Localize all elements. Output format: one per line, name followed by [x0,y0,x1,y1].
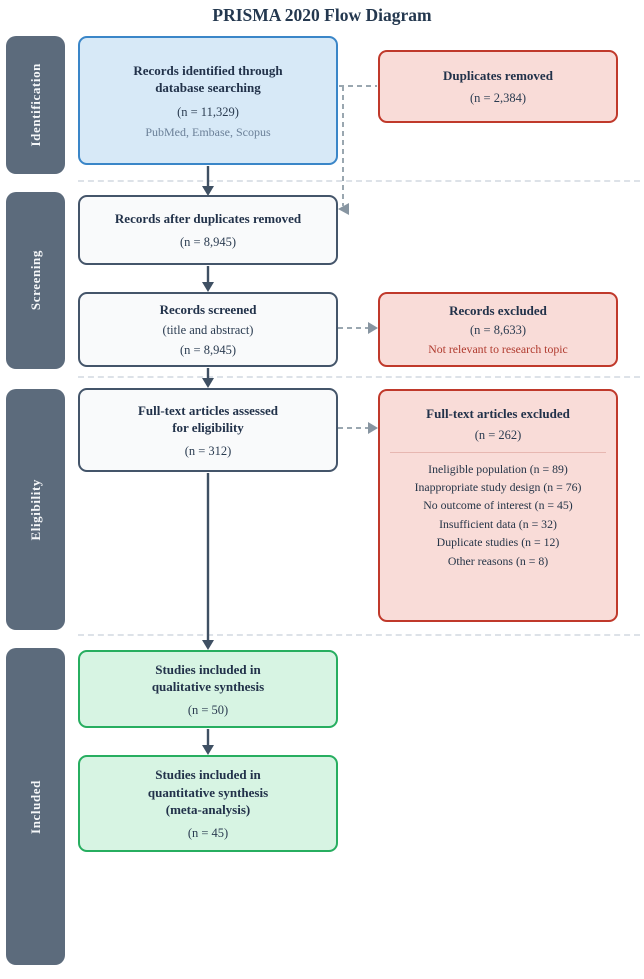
box-count: (n = 8,945) [180,234,236,249]
box-count: (n = 8,633) [470,322,526,337]
box-count: (n = 11,329) [177,104,239,119]
box-count: (n = 262) [474,427,522,442]
dashed-arrow-heads [338,203,378,434]
exclusion-reason: Duplicate studies (n = 12) [436,535,560,550]
box-heading: Records excluded [449,303,547,319]
flow-box-records-excluded: Records excluded (n = 8,633) Not relevan… [378,292,618,367]
box-subheading: (title and abstract) [162,322,254,337]
flow-box-duplicates-removed: Duplicates removed (n = 2,384) [378,50,618,123]
down-arrowhead [202,282,214,292]
exclusion-reason: Other reasons (n = 8) [447,553,549,568]
exclusion-reason: Ineligible population (n = 89) [428,461,568,476]
box-heading: (meta-analysis) [165,802,251,818]
flow-box-quantitative-synthesis: Studies included in quantitative synthes… [78,755,338,852]
stage-included: Included [6,648,65,965]
down-arrowhead [202,640,214,650]
flow-box-qualitative-synthesis: Studies included in qualitative synthesi… [78,650,338,728]
left-arrowhead [338,203,349,215]
stage-included-label: Included [27,779,43,834]
right-arrowhead [368,322,378,334]
box-heading: Studies included in [155,767,261,783]
box-heading: Studies included in [155,661,261,677]
page-title: PRISMA 2020 Flow Diagram [212,5,432,25]
box-count: (n = 45) [187,825,229,840]
box-heading: qualitative synthesis [151,679,265,694]
box-divider [390,451,606,453]
flow-box-after-duplicates: Records after duplicates removed (n = 8,… [78,195,338,265]
box-heading: Full-text articles excluded [426,406,570,421]
box-heading: for eligibility [172,420,244,435]
right-arrowhead [368,422,378,434]
flow-box-fulltext-excluded: Full-text articles excluded (n = 262) In… [378,389,618,622]
box-heading: Records identified through [133,62,283,78]
flow-box-records-screened: Records screened (title and abstract) (n… [78,292,338,367]
stage-eligibility-label: Eligibility [27,478,43,541]
box-note-exclusion-reason: Not relevant to research topic [428,341,568,356]
separator-screening-eligibility [78,376,640,378]
stage-screening: Screening [6,192,65,369]
box-count: (n = 2,384) [470,91,526,106]
exclusion-reason: No outcome of interest (n = 45) [423,498,573,513]
box-heading: Full-text articles assessed [137,402,279,418]
box-heading: database searching [155,80,261,95]
down-arrowhead [202,745,214,755]
down-arrowhead [202,378,214,388]
box-note-sources: PubMed, Embase, Scopus [145,124,271,139]
box-count: (n = 312) [184,443,232,458]
stage-eligibility: Eligibility [6,389,65,630]
stage-screening-label: Screening [27,250,43,311]
box-heading: quantitative synthesis [147,784,269,800]
box-heading: Records screened [159,302,257,318]
box-heading: Records after duplicates removed [114,211,302,227]
box-count: (n = 50) [187,702,229,717]
separator-eligibility-included [78,634,640,636]
stage-identification-label: Identification [27,63,43,147]
flow-box-fulltext-assessed: Full-text articles assessed for eligibil… [78,388,338,472]
separator-identification-screening [78,180,640,182]
stage-identification: Identification [6,36,65,174]
exclusion-reason: Insufficient data (n = 32) [439,516,557,531]
box-heading: Duplicates removed [443,67,553,83]
box-count: (n = 8,945) [180,342,236,357]
exclusion-reason: Inappropriate study design (n = 76) [414,479,582,494]
flow-box-records-identified: Records identified through database sear… [78,36,338,165]
